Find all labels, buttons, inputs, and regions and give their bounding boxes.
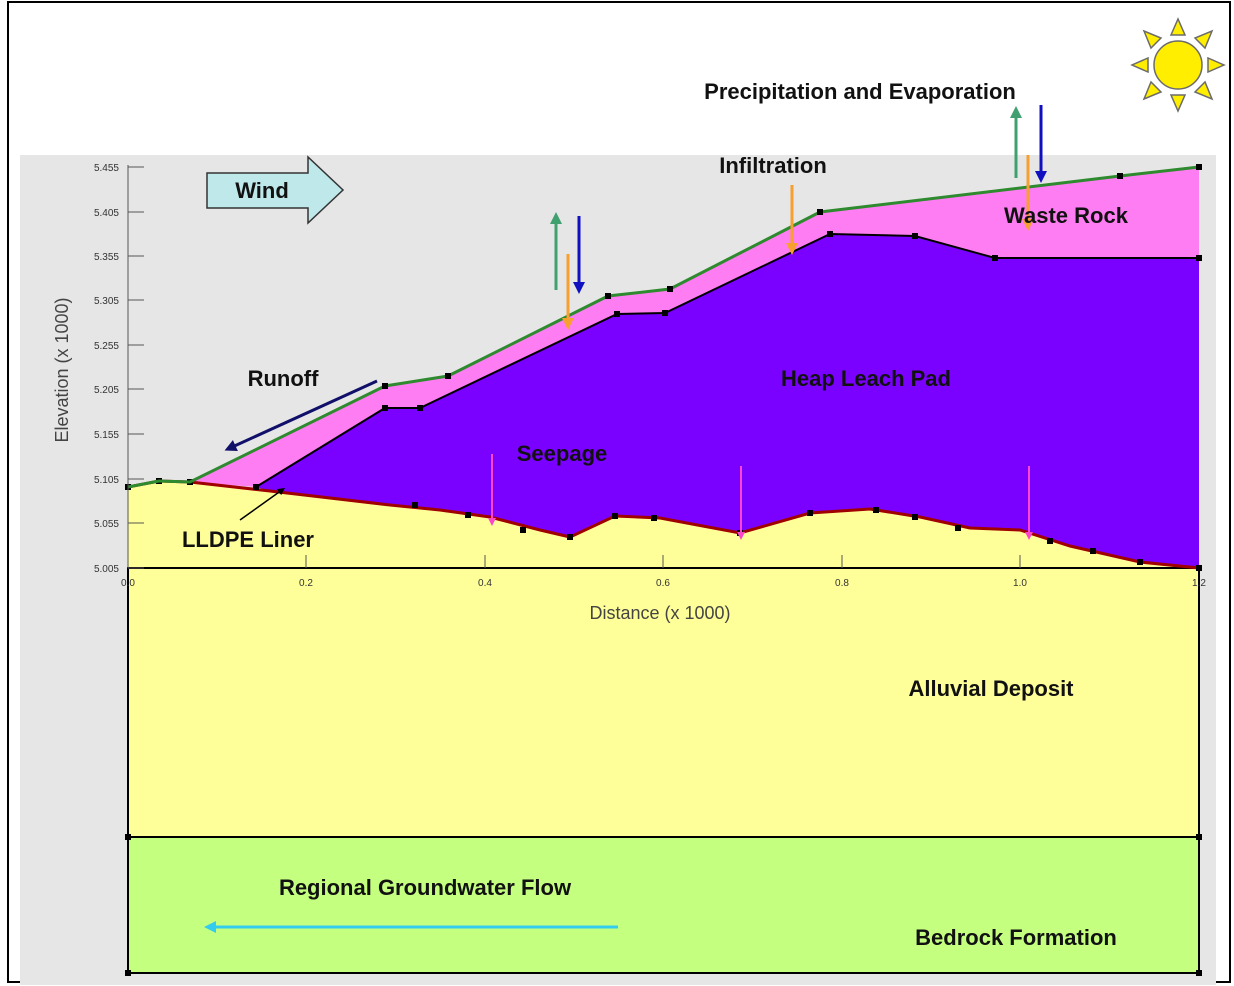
- y-tick-label: 5.455: [94, 163, 119, 174]
- waste-rock-label: Waste Rock: [1004, 203, 1129, 228]
- x-tick-label: 1.0: [1013, 578, 1027, 589]
- y-tick-label: 5.155: [94, 430, 119, 441]
- heap-leach-pad-label: Heap Leach Pad: [781, 366, 951, 391]
- x-tick-label: 0.6: [656, 578, 670, 589]
- lldpe-liner-line: [127, 479, 1200, 570]
- alluvial-deposit-label: Alluvial Deposit: [908, 676, 1074, 701]
- ground-surface-line: [127, 165, 1200, 489]
- precipitation-evaporation-label: Precipitation and Evaporation: [704, 79, 1016, 104]
- x-tick-label: 0.2: [299, 578, 313, 589]
- wind-arrow-icon: [206, 155, 345, 225]
- x-axis-ticks: [305, 555, 1021, 568]
- y-tick-label: 5.205: [94, 385, 119, 396]
- surface-nodes: [125, 164, 1202, 976]
- runoff-arrow: [224, 379, 378, 451]
- waste-rock-region: [190, 167, 1199, 487]
- y-tick-label: 5.255: [94, 341, 119, 352]
- y-axis-ticks: [128, 166, 144, 569]
- wind-label: Wind: [235, 178, 289, 203]
- alluvial-deposit-region: [128, 568, 1199, 837]
- bedrock-formation-label: Bedrock Formation: [915, 925, 1117, 950]
- sun-icon: [1130, 17, 1226, 113]
- x-tick-label: 0.0: [121, 578, 135, 589]
- y-axis-title: Elevation (x 1000): [52, 297, 72, 442]
- y-tick-label: 5.105: [94, 475, 119, 486]
- seepage-label: Seepage: [517, 441, 608, 466]
- liner-pointer-arrow: [239, 487, 286, 521]
- runoff-label: Runoff: [248, 366, 320, 391]
- x-axis-title: Distance (x 1000): [589, 603, 730, 623]
- y-tick-label: 5.405: [94, 208, 119, 219]
- x-tick-label: 0.4: [478, 578, 492, 589]
- groundwater-flow-label: Regional Groundwater Flow: [279, 875, 572, 900]
- lldpe-liner-label: LLDPE Liner: [182, 527, 314, 552]
- y-tick-label: 5.355: [94, 252, 119, 263]
- bedrock-formation-region: [128, 837, 1199, 973]
- x-tick-label: 0.8: [835, 578, 849, 589]
- y-tick-label: 5.005: [94, 564, 119, 575]
- infiltration-label: Infiltration: [719, 153, 827, 178]
- y-tick-label: 5.055: [94, 519, 119, 530]
- alluvial-surface-region: [128, 481, 1199, 569]
- y-tick-label: 5.305: [94, 296, 119, 307]
- x-tick-label: 1.2: [1192, 578, 1206, 589]
